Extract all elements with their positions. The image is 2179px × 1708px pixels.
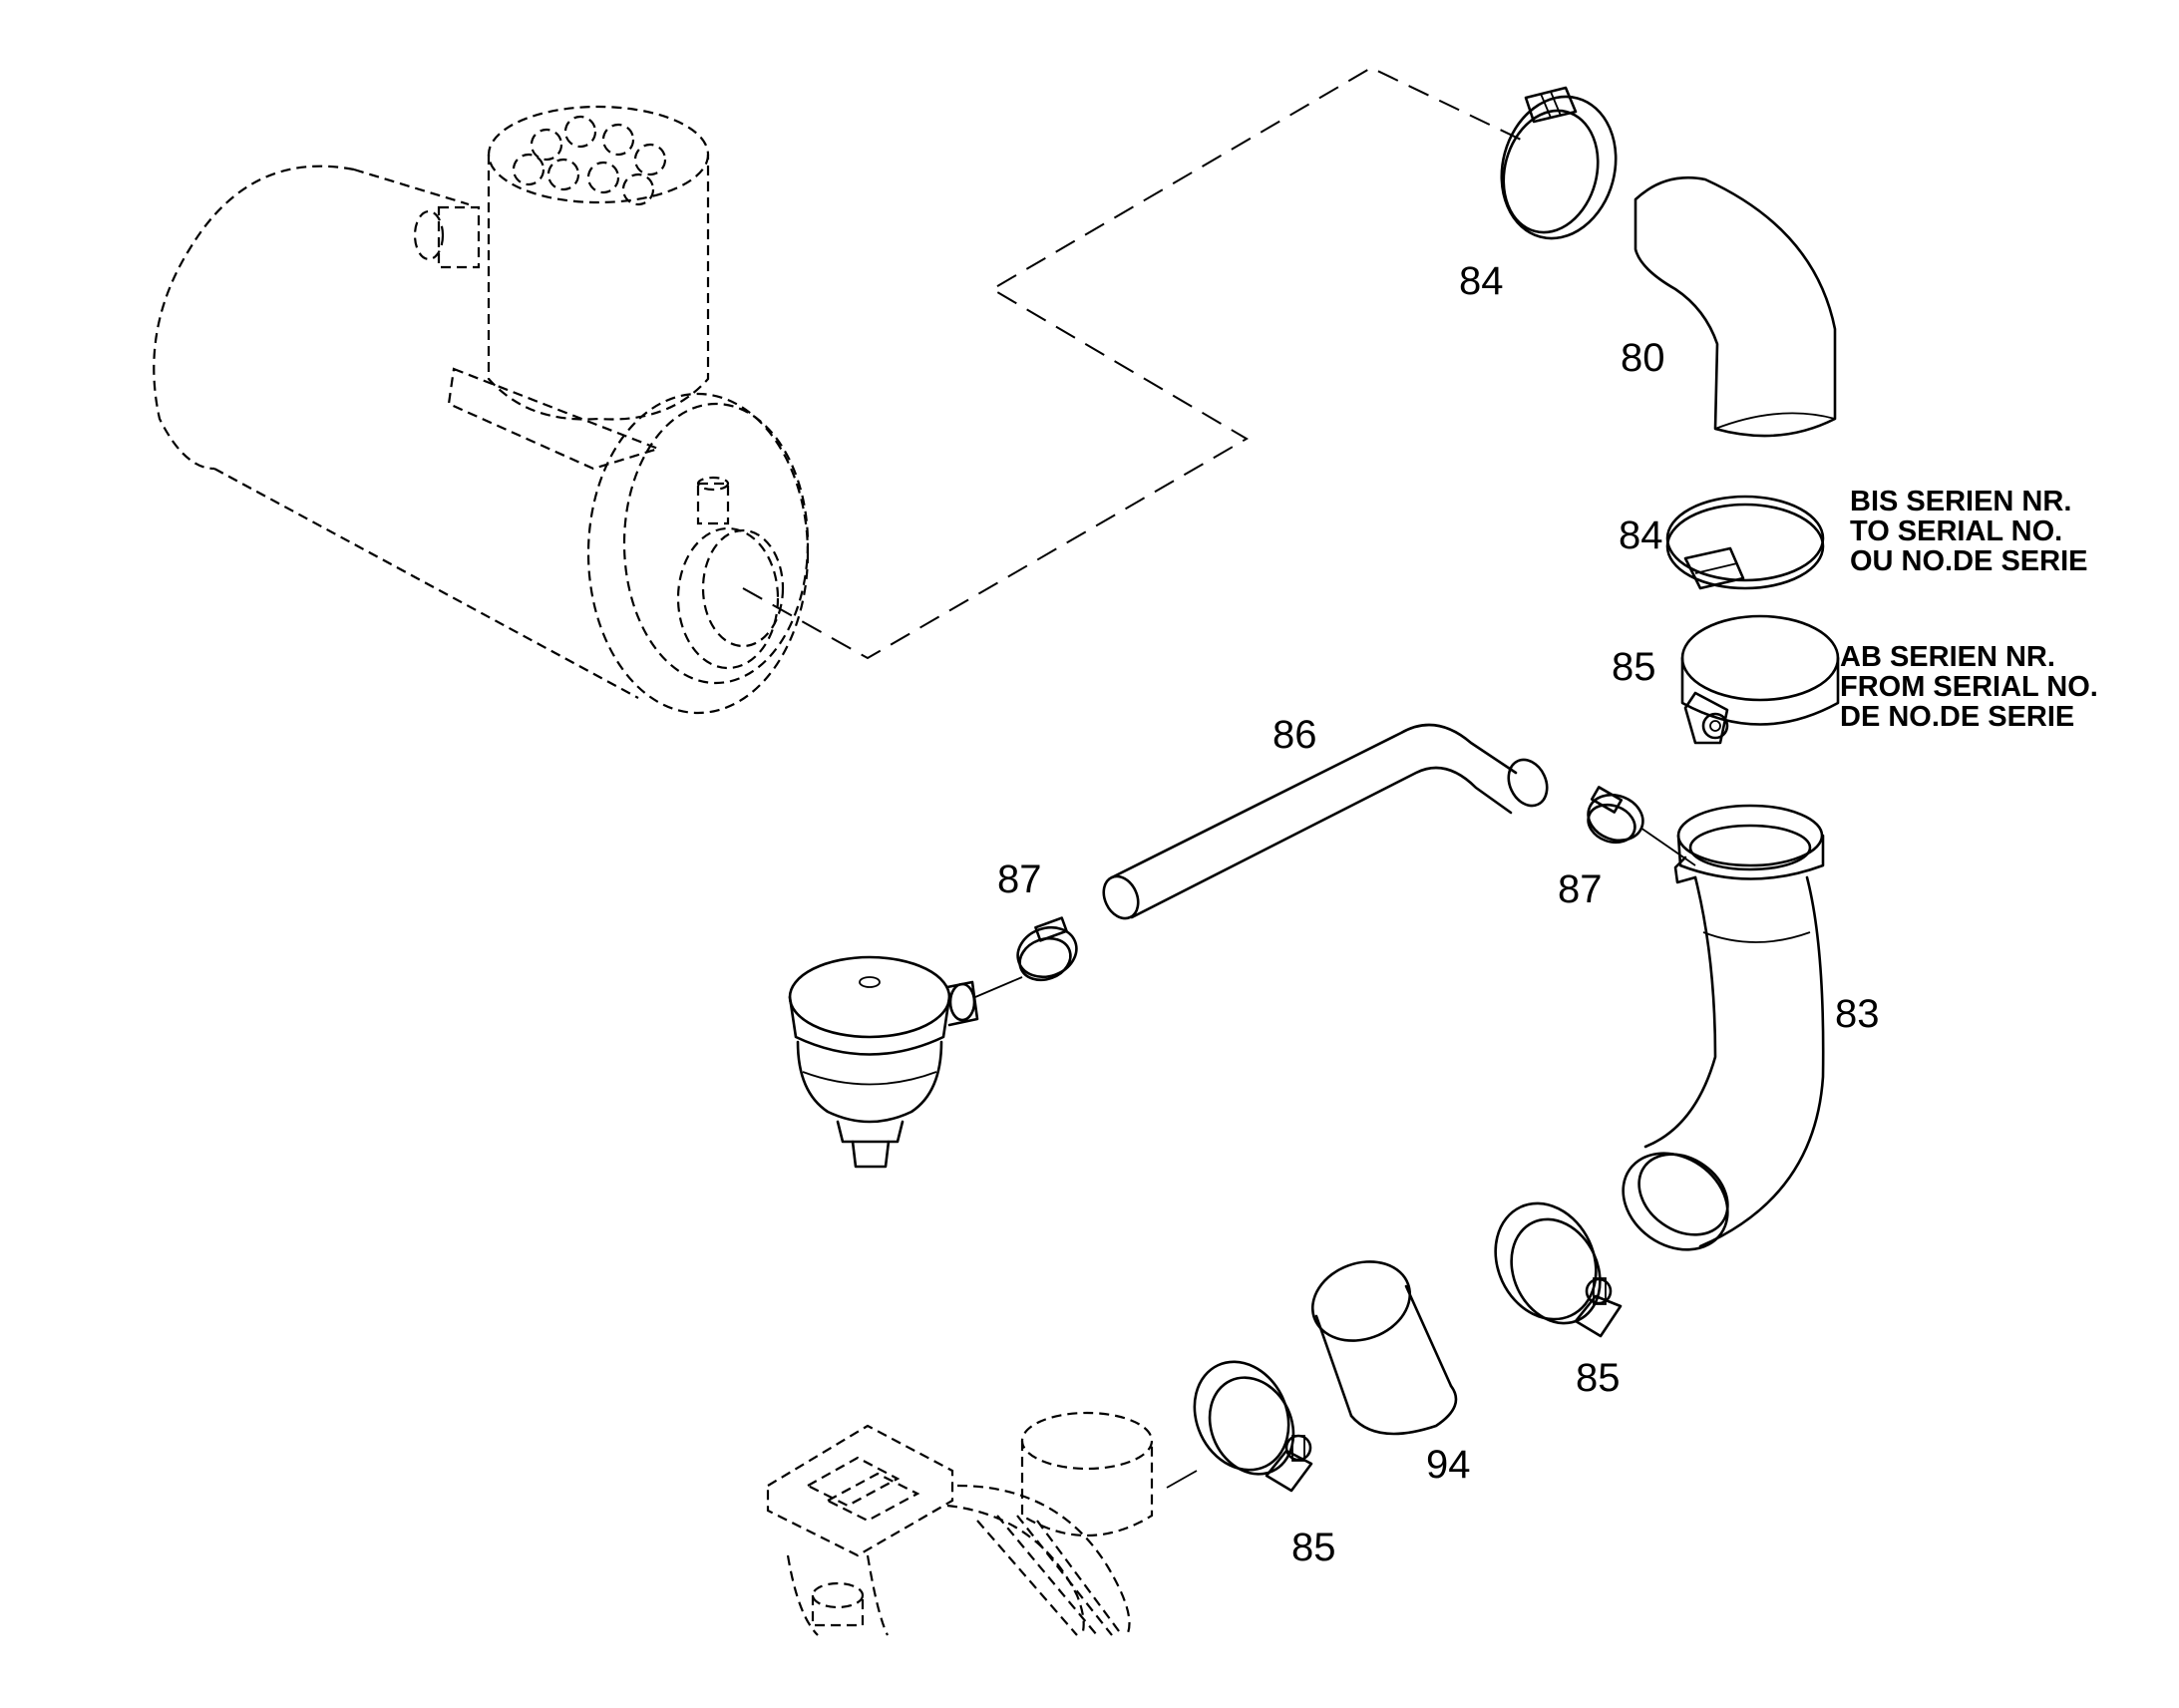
- hose-clamp-85-bottom: [1166, 1360, 1313, 1493]
- callout-85-lower: 85: [1576, 1356, 1621, 1400]
- note-until-serial: BIS SERIEN NR. TO SERIAL NO. OU NO.DE SE…: [1850, 486, 2088, 577]
- note-until-serial-en: TO SERIAL NO.: [1850, 515, 2062, 547]
- hose-clamp-84-top: [1500, 86, 1618, 240]
- clamp-87-right-leader: [1639, 827, 1696, 866]
- routing-leader-line: [742, 66, 1522, 660]
- note-from-serial-en: FROM SERIAL NO.: [1840, 671, 2098, 703]
- dust-valve: [788, 955, 1023, 1169]
- callout-85-mid: 85: [1612, 645, 1656, 689]
- note-from-serial: AB SERIEN NR. FROM SERIAL NO. DE NO.DE S…: [1840, 641, 2098, 733]
- small-clamp-87-right: [1587, 786, 1644, 845]
- hose-clamp-85-mid: [1680, 614, 1840, 745]
- callout-83: 83: [1835, 992, 1880, 1036]
- callout-94: 94: [1426, 1443, 1471, 1487]
- callout-80: 80: [1621, 336, 1665, 380]
- breather-hose-86: [1102, 723, 1549, 920]
- intake-pipe-83: [1622, 804, 1825, 1251]
- small-clamp-87-left: [1016, 916, 1078, 982]
- callout-84-mid: 84: [1619, 513, 1663, 557]
- callout-87-left: 87: [997, 857, 1042, 901]
- note-until-serial-de: BIS SERIEN NR.: [1850, 486, 2071, 517]
- callout-86: 86: [1272, 713, 1317, 757]
- note-from-serial-de: AB SERIEN NR.: [1840, 641, 2055, 673]
- note-from-serial-fr: DE NO.DE SERIE: [1840, 701, 2074, 733]
- turbocharger: [766, 1411, 1154, 1636]
- callout-84-top: 84: [1459, 259, 1504, 303]
- air-filter-housing: [153, 105, 810, 715]
- hose-clamp-85-lower: [1494, 1201, 1623, 1338]
- hose-clamp-84-mid: [1665, 495, 1825, 590]
- callout-87-right: 87: [1558, 867, 1603, 911]
- elbow-hose-80: [1634, 175, 1837, 438]
- rubber-sleeve-94: [1310, 1260, 1458, 1436]
- callout-85-bottom: 85: [1291, 1526, 1336, 1569]
- note-until-serial-fr: OU NO.DE SERIE: [1850, 545, 2088, 577]
